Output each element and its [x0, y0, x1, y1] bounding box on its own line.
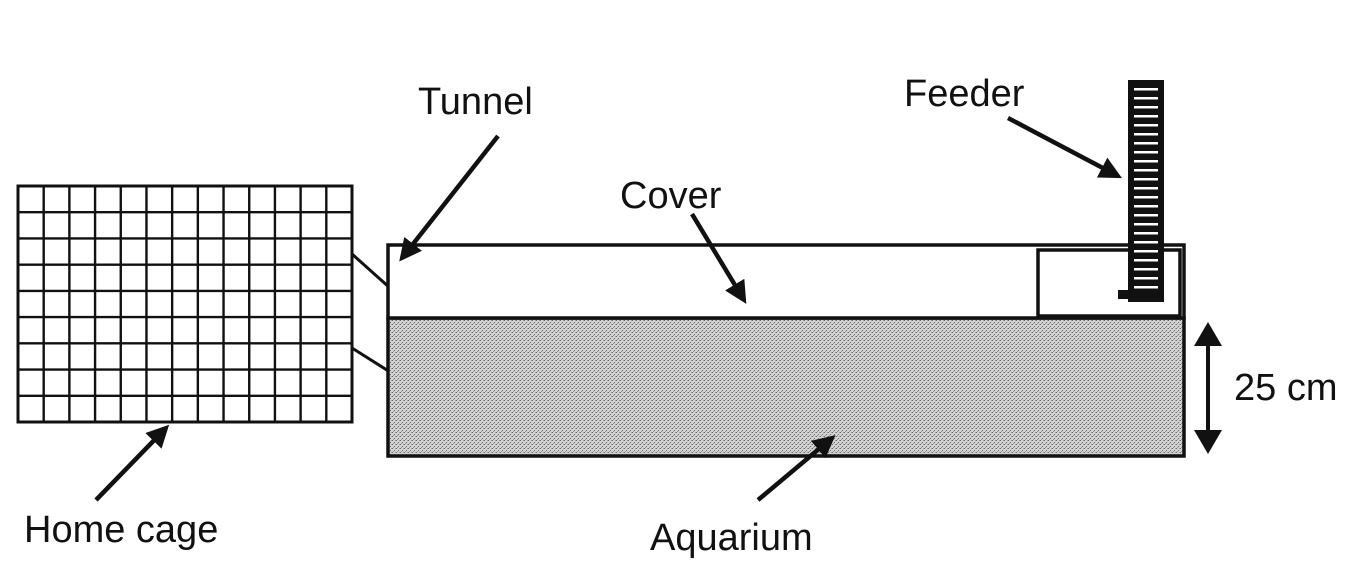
- cover-label: Cover: [620, 175, 722, 217]
- tunnel-label: Tunnel: [418, 81, 533, 123]
- home-cage-arrow: [94, 424, 170, 502]
- aquarium-arrow: [756, 435, 836, 502]
- cover: [386, 243, 1186, 320]
- home-cage-label: Home cage: [24, 509, 218, 551]
- cover-arrow: [690, 212, 747, 304]
- tunnel-arrow: [399, 134, 500, 262]
- feeder-label: Feeder: [904, 73, 1025, 115]
- feeder: [1118, 80, 1164, 302]
- aquarium-label: Aquarium: [650, 517, 813, 559]
- aquarium: [386, 316, 1186, 458]
- feeder-arrow: [1006, 116, 1122, 179]
- height-indicator: [1194, 322, 1222, 454]
- home-cage: [16, 184, 354, 424]
- pointer-arrows: [94, 116, 1122, 502]
- height-label: 25 cm: [1234, 367, 1337, 409]
